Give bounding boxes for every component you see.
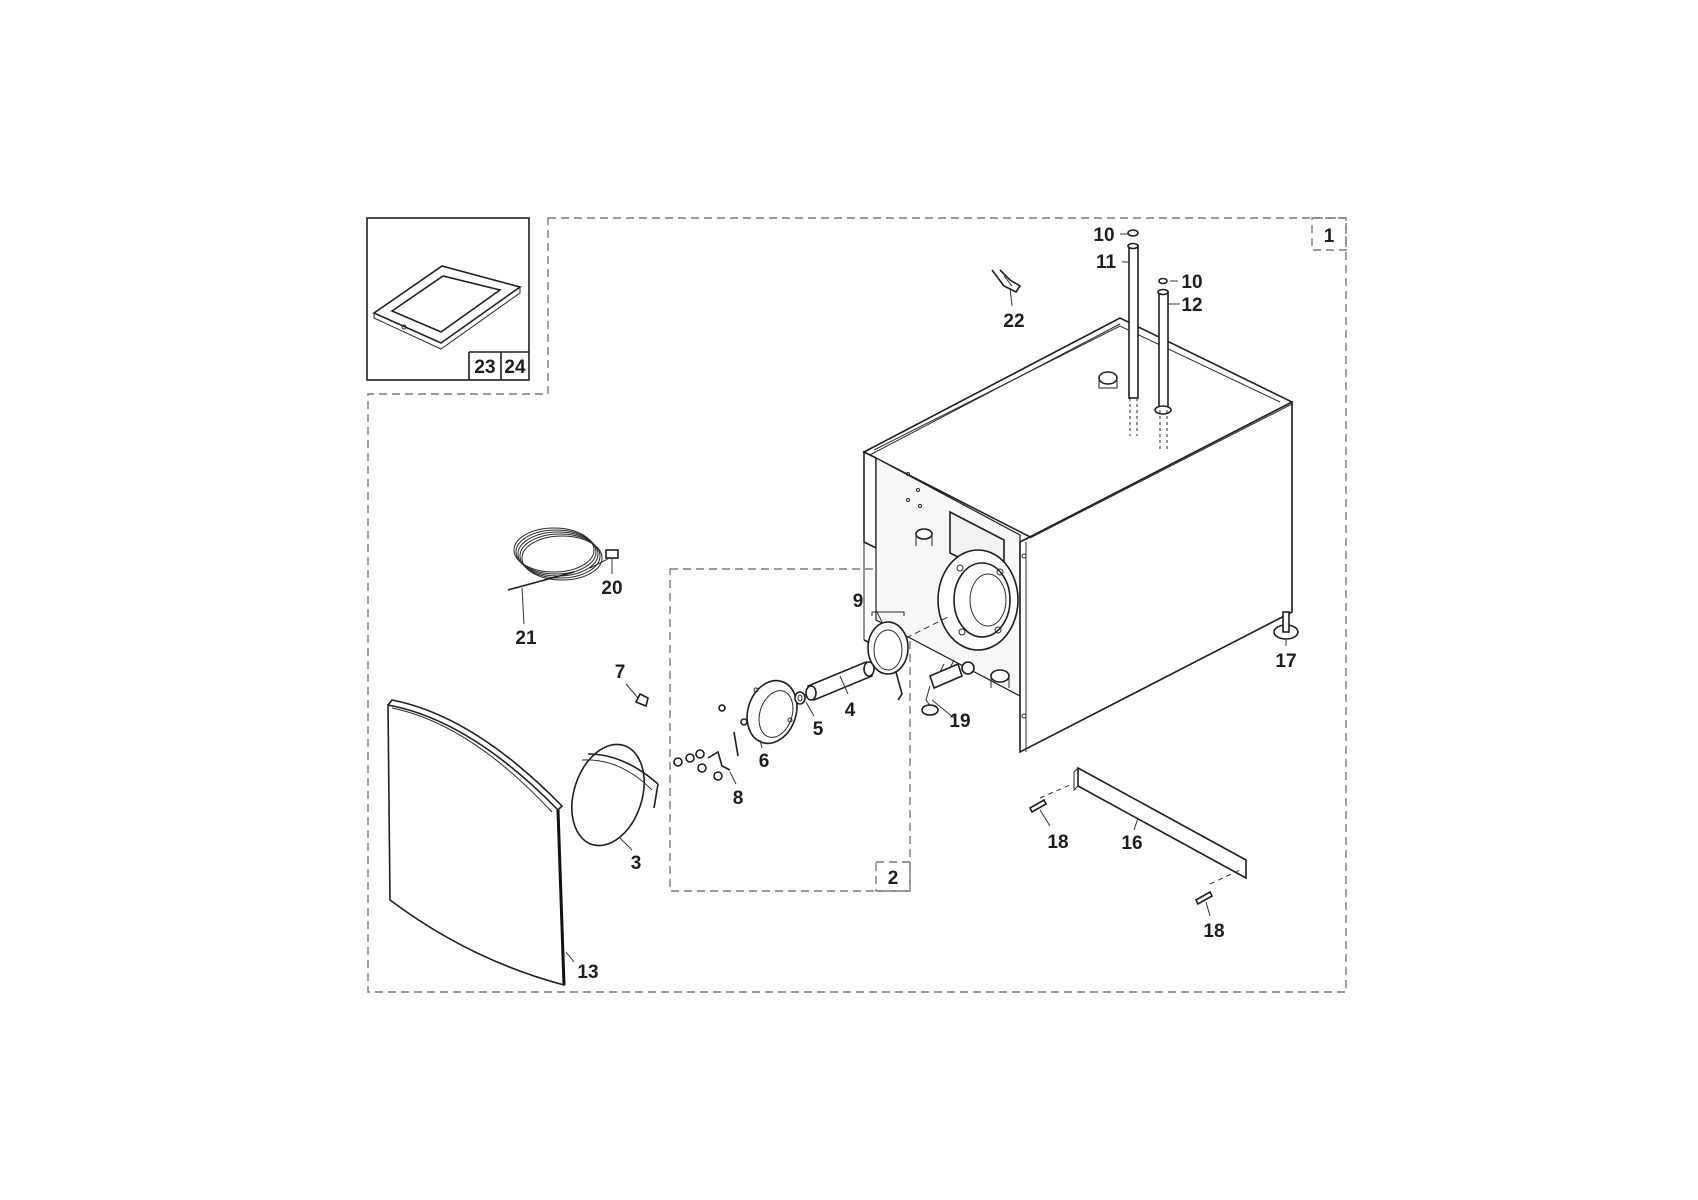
callout-21: 21 <box>515 628 537 649</box>
callout-3: 3 <box>631 853 642 874</box>
thermostat-19 <box>921 659 975 716</box>
leader-13 <box>565 951 575 963</box>
gasket-10-top <box>1127 229 1139 237</box>
gasket-10-lower <box>1158 277 1168 285</box>
callout-10-lower: 10 <box>1181 272 1202 293</box>
callout-10-top: 10 <box>1093 225 1114 246</box>
callout-16: 16 <box>1121 833 1142 854</box>
seal-5 <box>794 691 806 705</box>
clip-part-22 <box>991 269 1022 294</box>
burner-cover-3 <box>571 743 659 847</box>
callout-11: 11 <box>1096 252 1117 273</box>
screw-18-right <box>1194 890 1214 906</box>
burner-flange <box>937 549 1019 651</box>
return-pipe-12 <box>1154 288 1172 450</box>
callout-1: 1 <box>1324 226 1335 247</box>
leader-16 <box>1133 817 1139 831</box>
ring-part-9 <box>867 611 909 701</box>
leader-9 <box>875 609 883 623</box>
callout-2: 2 <box>888 868 899 889</box>
cover-plate-part <box>372 265 522 350</box>
sensor-coil-20-21 <box>507 527 619 591</box>
gasket-plate-6 <box>746 679 798 745</box>
leader-6 <box>759 739 763 749</box>
leader-8 <box>729 771 737 785</box>
callout-18-left: 18 <box>1047 832 1068 853</box>
leader-18a <box>1039 809 1051 827</box>
flow-pipe-11 <box>1127 242 1139 436</box>
front-panel-13 <box>387 699 566 987</box>
leader-4 <box>839 675 849 695</box>
burner-tube-4 <box>805 660 875 702</box>
callout-12: 12 <box>1181 295 1202 316</box>
assembly-2-tag-box <box>875 861 911 892</box>
plinth-strip-16 <box>1073 766 1247 880</box>
callout-19: 19 <box>949 711 970 732</box>
leader-22 <box>1009 287 1013 307</box>
callout-23: 23 <box>474 357 495 378</box>
leader-19 <box>931 699 955 719</box>
axis-dashed-2 <box>905 615 951 639</box>
adjustable-foot-17 <box>1273 611 1299 640</box>
callout-17: 17 <box>1275 651 1296 672</box>
assembly-2-frame <box>669 568 911 892</box>
callout-9: 9 <box>853 591 864 612</box>
callout-4: 4 <box>845 700 856 721</box>
assembly-1-tag-box <box>1311 217 1347 251</box>
callout-18-right: 18 <box>1203 921 1224 942</box>
fasteners-8 <box>673 704 748 781</box>
boiler-cabinet <box>862 317 1294 754</box>
callout-24: 24 <box>504 357 526 378</box>
screw-axis-18b <box>1209 869 1241 885</box>
leader-18b <box>1205 901 1211 917</box>
callout-8: 8 <box>733 788 744 809</box>
callout-22: 22 <box>1003 311 1024 332</box>
leader-3 <box>619 837 633 851</box>
inset-box <box>366 217 530 381</box>
leader-5 <box>805 701 815 717</box>
screw-18-left <box>1028 798 1048 814</box>
callout-7: 7 <box>615 662 626 683</box>
leader-7 <box>625 683 639 699</box>
leader-21 <box>521 587 525 625</box>
screw-axis-18a <box>1039 783 1073 799</box>
callout-6: 6 <box>759 751 770 772</box>
callout-5: 5 <box>813 719 824 740</box>
callout-13: 13 <box>577 962 598 983</box>
small-part-7 <box>634 692 649 708</box>
callout-20: 20 <box>601 578 622 599</box>
